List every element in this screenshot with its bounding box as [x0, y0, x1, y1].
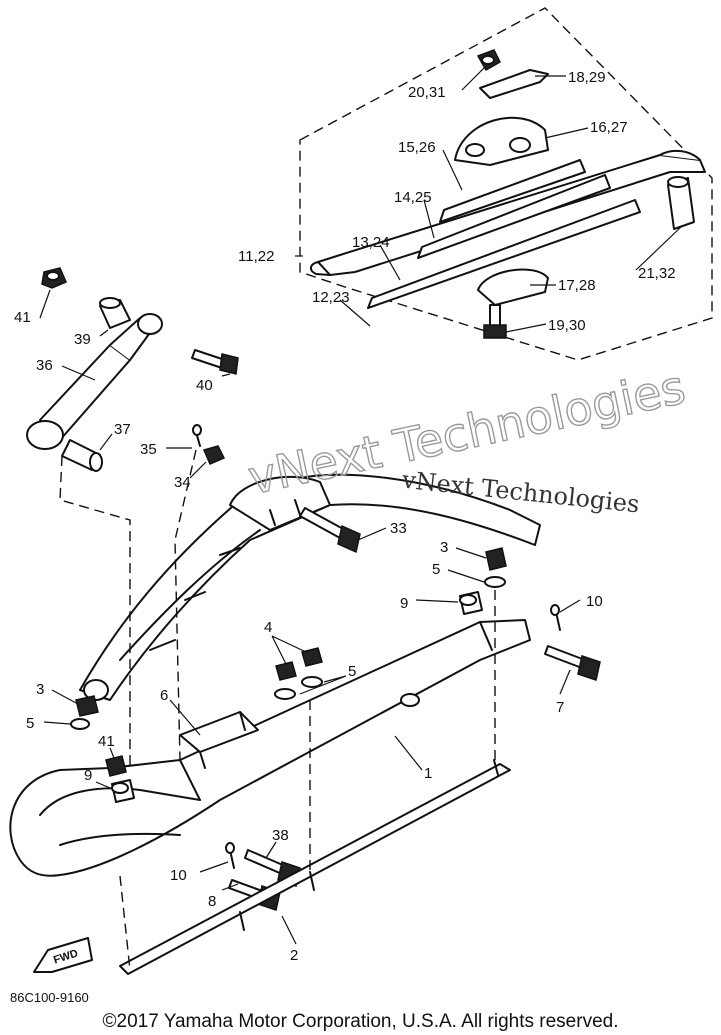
callout-13-24: 13,24 — [352, 234, 390, 251]
callout-5-center: 5 — [348, 663, 356, 680]
callout-37: 37 — [114, 421, 131, 438]
callout-39: 39 — [74, 331, 91, 348]
callout-36: 36 — [36, 357, 53, 374]
callout-10-right: 10 — [586, 593, 603, 610]
cotter-pin-10-right — [550, 604, 561, 631]
callout-40: 40 — [196, 377, 213, 394]
washers-5-center — [274, 676, 323, 700]
callout-15-26: 15,26 — [398, 139, 436, 156]
callout-12-23: 12,23 — [312, 289, 350, 306]
bolt-7 — [544, 645, 601, 681]
leaf-spring-15-26 — [439, 159, 586, 223]
bolt-33 — [299, 507, 361, 554]
nut-41-upper — [41, 267, 67, 289]
callout-41-lower: 41 — [98, 733, 115, 750]
callout-19-30: 19,30 — [548, 317, 586, 334]
callout-18-29: 18,29 — [568, 69, 606, 86]
nut-41-lower — [105, 755, 127, 777]
damper-9-right — [459, 591, 483, 615]
seat-17-28 — [477, 268, 549, 306]
collar-37 — [61, 439, 103, 472]
collar-39 — [99, 297, 131, 329]
washer-5-right — [484, 576, 506, 588]
washer-5-left — [70, 718, 90, 730]
nuts-4 — [275, 647, 323, 681]
leaf-spring-group-boundary — [299, 7, 713, 361]
callout-17-28: 17,28 — [558, 277, 596, 294]
cotter-pin-35 — [192, 424, 202, 447]
callout-41-upper: 41 — [14, 309, 31, 326]
plate-18-29 — [479, 69, 549, 99]
callout-1: 1 — [424, 765, 432, 782]
bolt-19-30 — [483, 304, 507, 339]
cotter-pin-10-lower — [225, 842, 235, 869]
callout-3-left: 3 — [36, 681, 44, 698]
drawing-code: 86C100-9160 — [10, 990, 89, 1005]
callout-9-right: 9 — [400, 595, 408, 612]
damper-9-lower — [111, 779, 135, 803]
callout-7: 7 — [556, 699, 564, 716]
alignment-lines — [59, 449, 496, 971]
callout-2: 2 — [290, 947, 298, 964]
callout-8: 8 — [208, 893, 216, 910]
callout-16-27: 16,27 — [590, 119, 628, 136]
callout-34: 34 — [174, 474, 191, 491]
callout-33: 33 — [390, 520, 407, 537]
callout-11-22: 11,22 — [238, 248, 274, 265]
callout-6: 6 — [160, 687, 168, 704]
callout-10-lower: 10 — [170, 867, 187, 884]
callout-4: 4 — [264, 619, 272, 636]
bracket-6 — [179, 711, 259, 769]
forward-arrow-icon — [33, 937, 93, 973]
callout-9-lower: 9 — [84, 767, 92, 784]
copyright-notice: ©2017 Yamaha Motor Corporation, U.S.A. A… — [102, 1011, 619, 1032]
nut-34 — [202, 445, 226, 465]
callout-5-right: 5 — [432, 561, 440, 578]
callout-5-left: 5 — [26, 715, 34, 732]
nut-3-left — [75, 695, 99, 717]
shock-absorber-36 — [26, 313, 163, 450]
callout-20-31: 20,31 — [408, 84, 446, 101]
callout-3-right: 3 — [440, 539, 448, 556]
leaf-spring-14-25 — [417, 174, 611, 259]
nut-20-31 — [476, 49, 501, 72]
bushing-21-32 — [667, 176, 695, 230]
callout-38: 38 — [272, 827, 289, 844]
callout-35: 35 — [140, 441, 157, 458]
wear-runner-2 — [119, 759, 511, 975]
ski-spring-assembly — [79, 473, 541, 701]
bolt-40 — [191, 349, 239, 375]
leaf-spring-13-24 — [367, 199, 641, 309]
nut-3-right — [485, 547, 507, 571]
callout-14-25: 14,25 — [394, 189, 432, 206]
callout-21-32: 21,32 — [638, 265, 676, 282]
spring-clamp-16-27 — [454, 116, 549, 166]
ski-body-1 — [9, 619, 531, 877]
